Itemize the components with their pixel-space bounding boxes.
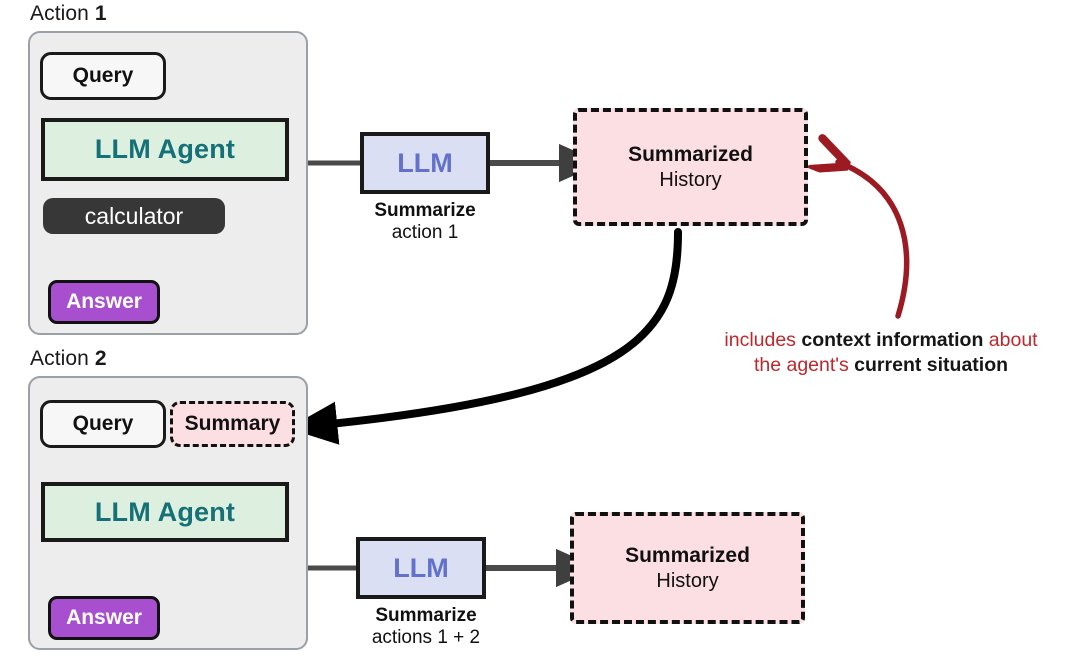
action-1-answer-box[interactable]: Answer: [48, 280, 160, 324]
summarizer-1-caption-bold: Summarize: [374, 200, 476, 221]
action-1-tool-box[interactable]: calculator: [43, 198, 225, 234]
action-1-caption-number: 1: [94, 2, 107, 25]
context-annotation-l1a: includes: [724, 329, 802, 351]
action-1-caption-label: Action: [30, 2, 89, 25]
context-annotation: includes context information about the a…: [700, 328, 1062, 378]
summarizer-2-caption-plain: actions 1 + 2: [371, 627, 481, 649]
summarized-history-1-line1: Summarized: [628, 143, 753, 166]
action-1-agent-label: LLM Agent: [94, 134, 236, 164]
summarizer-2-caption: Summarize actions 1 + 2: [331, 605, 521, 650]
context-annotation-l1b: context information: [801, 329, 984, 351]
context-annotation-line-1: includes context information about: [700, 328, 1062, 353]
summarizer-1-caption-plain: action 1: [391, 222, 459, 244]
action-2-answer-box[interactable]: Answer: [48, 596, 160, 640]
action-1-caption: Action 1: [30, 2, 107, 26]
action-2-query-label: Query: [72, 412, 134, 435]
context-annotation-l2b: current situation: [854, 353, 1009, 376]
action-2-answer-label: Answer: [66, 606, 142, 629]
summarized-history-2-line2: History: [656, 569, 719, 592]
summarized-history-1-line2: History: [659, 168, 722, 191]
summarizer-1-caption: Summarize action 1: [335, 200, 515, 245]
summarized-history-1: Summarized History: [573, 108, 808, 226]
summarizer-2-caption-bold: Summarize: [375, 605, 477, 626]
action-2-agent-box[interactable]: LLM Agent: [41, 482, 289, 542]
summarized-history-2: Summarized History: [570, 512, 805, 624]
summarizer-1-llm-label: LLM: [397, 147, 453, 178]
action-1-answer-label: Answer: [66, 290, 142, 313]
action-2-summary-box[interactable]: Summary: [170, 401, 295, 447]
action-2-caption-label: Action: [30, 347, 89, 370]
action-2-query-box[interactable]: Query: [40, 400, 166, 448]
context-annotation-l1c: about: [983, 329, 1038, 351]
summarizer-1-llm-box[interactable]: LLM: [360, 132, 490, 194]
action-1-query-box[interactable]: Query: [40, 52, 166, 100]
action-1-tool-label: calculator: [84, 202, 184, 229]
action-1-agent-box[interactable]: LLM Agent: [41, 118, 289, 181]
action-2-caption-number: 2: [94, 347, 107, 370]
summarizer-2-llm-label: LLM: [393, 552, 449, 583]
context-annotation-l2a: the agent's: [753, 353, 855, 376]
context-annotation-line-2: the agent's current situation: [700, 353, 1062, 378]
summarizer-2-llm-box[interactable]: LLM: [356, 537, 486, 599]
summarized-history-2-line1: Summarized: [625, 544, 750, 567]
arrow-history-to-summary: [287, 228, 682, 445]
arrow-context-note: [838, 162, 910, 319]
action-2-agent-label: LLM Agent: [94, 496, 236, 527]
action-1-query-label: Query: [72, 64, 134, 87]
action-2-caption: Action 2: [30, 347, 107, 371]
action-2-summary-label: Summary: [184, 412, 281, 435]
